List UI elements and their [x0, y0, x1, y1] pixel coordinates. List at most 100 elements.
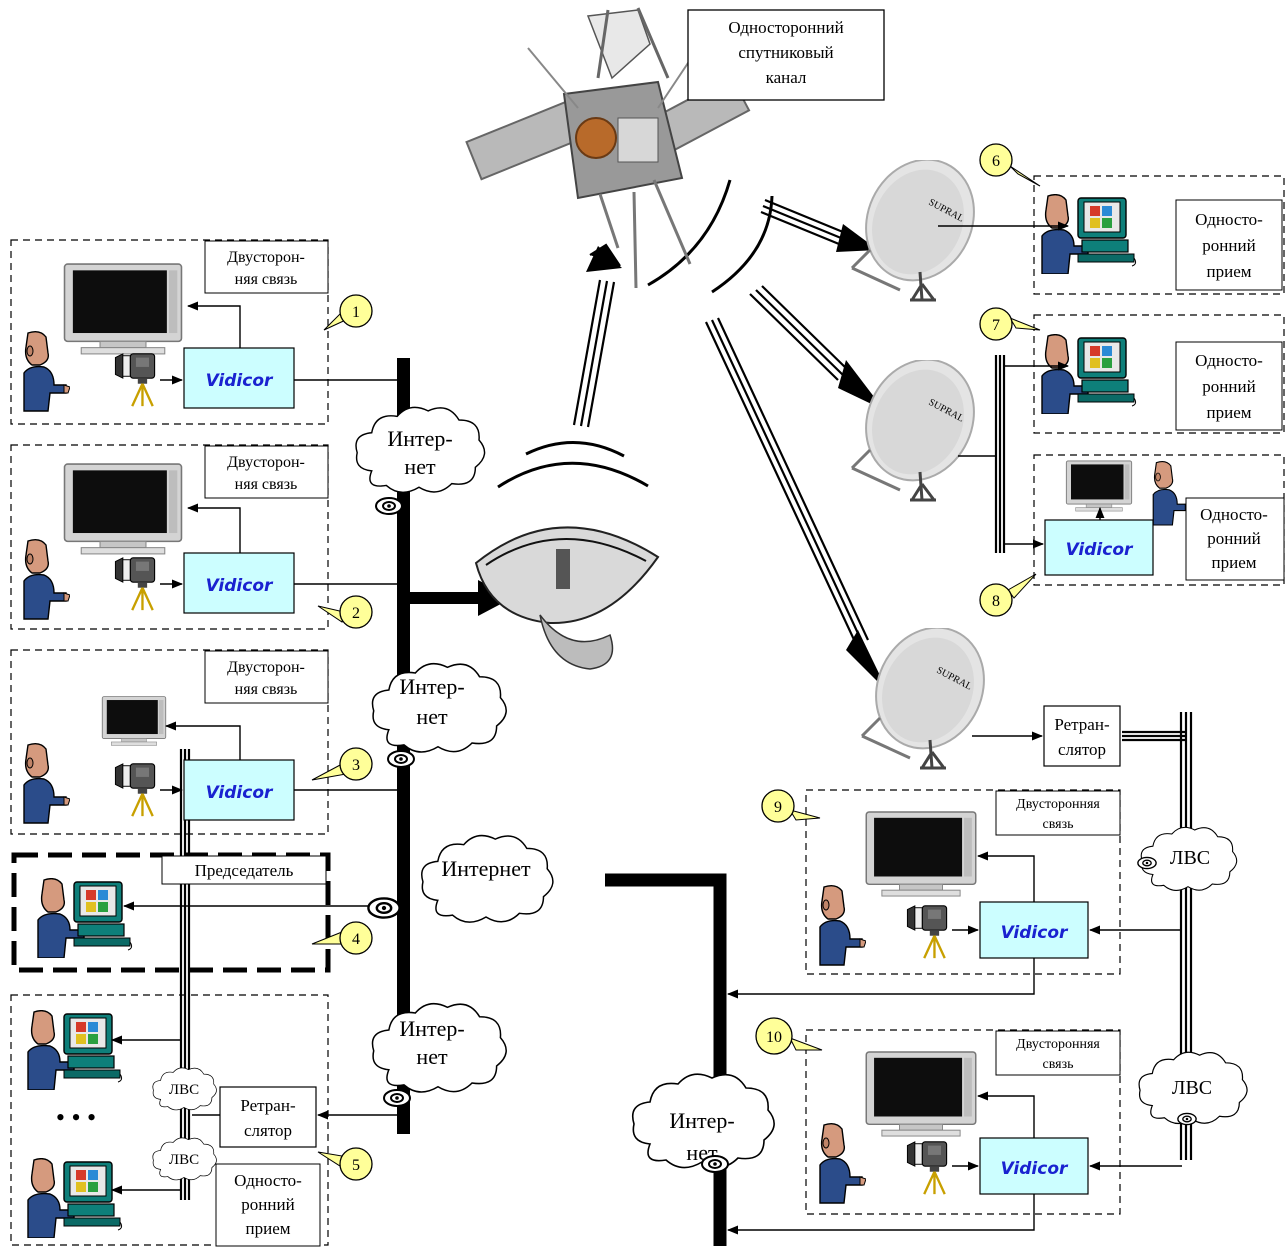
- group1-camera: [114, 352, 156, 408]
- callout-8: 8: [979, 573, 1037, 617]
- svg-text:Интер-: Интер-: [669, 1108, 734, 1133]
- group5-computer-bottom: [27, 1158, 123, 1238]
- svg-text:прием: прием: [1207, 262, 1252, 281]
- dish-6: [845, 160, 980, 302]
- group6-computer: [1041, 194, 1137, 274]
- svg-text:прием: прием: [1212, 553, 1257, 572]
- group1-vidicor: Vidicor: [206, 371, 274, 391]
- group9-camera: [906, 904, 948, 960]
- callout-3: 3: [311, 747, 373, 781]
- group9-monitor: [865, 811, 977, 897]
- svg-text:Односто-: Односто-: [1195, 210, 1263, 229]
- group8-monitor: [1065, 460, 1133, 512]
- group8-vidicor: Vidicor: [1066, 540, 1134, 560]
- callout-10: 10: [755, 1017, 823, 1055]
- svg-text:Интернет: Интернет: [441, 856, 531, 881]
- svg-text:ронний: ронний: [1202, 377, 1255, 396]
- svg-text:Односто-: Односто-: [1200, 505, 1268, 524]
- svg-text:10: 10: [766, 1029, 782, 1046]
- group3-person: [23, 742, 70, 824]
- lan-cloud-left-1: ЛВС: [152, 1067, 217, 1111]
- group9-person: [819, 884, 866, 966]
- callout-1: 1: [323, 294, 373, 331]
- group-8: Vidicor Односто- ронний прием: [1004, 454, 1285, 586]
- group10-vidicor: Vidicor: [1001, 1159, 1069, 1179]
- group3-twoway-line1: Двусторон-: [227, 659, 305, 676]
- group1-twoway-line2: няя связь: [235, 271, 298, 288]
- internet-cloud-4: Интер- нет: [371, 1002, 508, 1107]
- group-3: Двусторон- няя связь Vidicor: [10, 649, 398, 835]
- group-9: Двусторонняя связь Vidicor: [726, 789, 1182, 999]
- svg-text:1: 1: [352, 304, 360, 321]
- svg-text:прием: прием: [1207, 403, 1252, 422]
- signal-arcs: [497, 179, 774, 489]
- internet-cloud-2: Интер- нет: [371, 662, 508, 768]
- group2-camera: [114, 556, 156, 612]
- group5-oneway-line1: Односто-: [234, 1171, 302, 1190]
- group9-vidicor: Vidicor: [1001, 923, 1069, 943]
- connector-icon: [701, 1155, 729, 1173]
- group1-monitor: [63, 263, 183, 355]
- svg-text:Ретран-: Ретран-: [1054, 715, 1110, 734]
- svg-text:Интер-: Интер-: [399, 1016, 464, 1041]
- beam-arrowheads: [586, 224, 888, 692]
- group2-person: [23, 538, 70, 620]
- chairman-computer: [37, 878, 133, 958]
- connector-icon: [367, 897, 401, 919]
- svg-text:Двусторонняя: Двусторонняя: [1016, 797, 1100, 812]
- svg-text:Интер-: Интер-: [399, 674, 464, 699]
- group2-twoway-line1: Двусторон-: [227, 454, 305, 471]
- callout-9: 9: [761, 789, 821, 823]
- lan-cloud-right-1: ЛВС: [1137, 826, 1238, 891]
- svg-text:нет: нет: [416, 1044, 448, 1069]
- chairman-label: Председатель: [195, 861, 294, 880]
- group1-twoway-line1: Двусторон-: [227, 249, 305, 266]
- group2-monitor: [63, 463, 183, 555]
- group7-computer: [1041, 334, 1137, 414]
- relay-right: Ретран- слятор: [972, 705, 1121, 767]
- group10-monitor: [865, 1051, 977, 1137]
- svg-text:слятор: слятор: [1058, 740, 1106, 759]
- group-1: Двусторон- няя связь Vidicor: [10, 239, 398, 425]
- group2-vidicor: Vidicor: [206, 576, 274, 596]
- svg-text:ЛВС: ЛВС: [1172, 1077, 1212, 1099]
- svg-text:связь: связь: [1043, 1057, 1074, 1072]
- group-6: Односто- ронний прием: [938, 175, 1285, 295]
- internet-cloud-5: Интер- нет: [631, 1073, 776, 1173]
- group10-person: [819, 1122, 866, 1204]
- svg-text:Двусторонняя: Двусторонняя: [1016, 1037, 1100, 1052]
- group8-person: [1152, 460, 1190, 526]
- internet-cloud-3: Интернет: [367, 834, 555, 924]
- svg-text:связь: связь: [1043, 817, 1074, 832]
- svg-text:ЛВС: ЛВС: [169, 1152, 199, 1168]
- svg-text:3: 3: [352, 757, 360, 774]
- group5-computer-top: [27, 1010, 123, 1090]
- svg-text:7: 7: [992, 317, 1000, 334]
- svg-text:9: 9: [774, 799, 782, 816]
- connector-icon: [1137, 856, 1157, 870]
- group5-oneway-line2: ронний: [241, 1195, 294, 1214]
- svg-text:5: 5: [352, 1157, 360, 1174]
- connector-icon: [383, 1089, 411, 1107]
- svg-text:4: 4: [352, 931, 360, 948]
- svg-text:6: 6: [992, 153, 1000, 170]
- group3-monitor: [101, 696, 167, 746]
- satellite-label-line3: канал: [766, 68, 807, 87]
- connector-icon: [387, 750, 415, 768]
- callout-5: 5: [317, 1147, 373, 1181]
- svg-text:нет: нет: [404, 454, 436, 479]
- svg-text:нет: нет: [416, 704, 448, 729]
- connector-icon: [375, 497, 403, 515]
- dish-7: [845, 360, 980, 502]
- group-7: Односто- ронний прием: [958, 314, 1285, 457]
- group1-person: [23, 330, 70, 412]
- group-4-chairman: Председатель: [11, 852, 380, 973]
- callout-7: 7: [979, 307, 1041, 341]
- group3-vidicor: Vidicor: [206, 783, 274, 803]
- svg-text:Интер-: Интер-: [387, 426, 452, 451]
- callout-4: 4: [311, 921, 373, 955]
- lan-cloud-right-2: ЛВС: [1138, 1051, 1248, 1126]
- satellite-image: [465, 7, 751, 289]
- callout-6: 6: [979, 143, 1041, 187]
